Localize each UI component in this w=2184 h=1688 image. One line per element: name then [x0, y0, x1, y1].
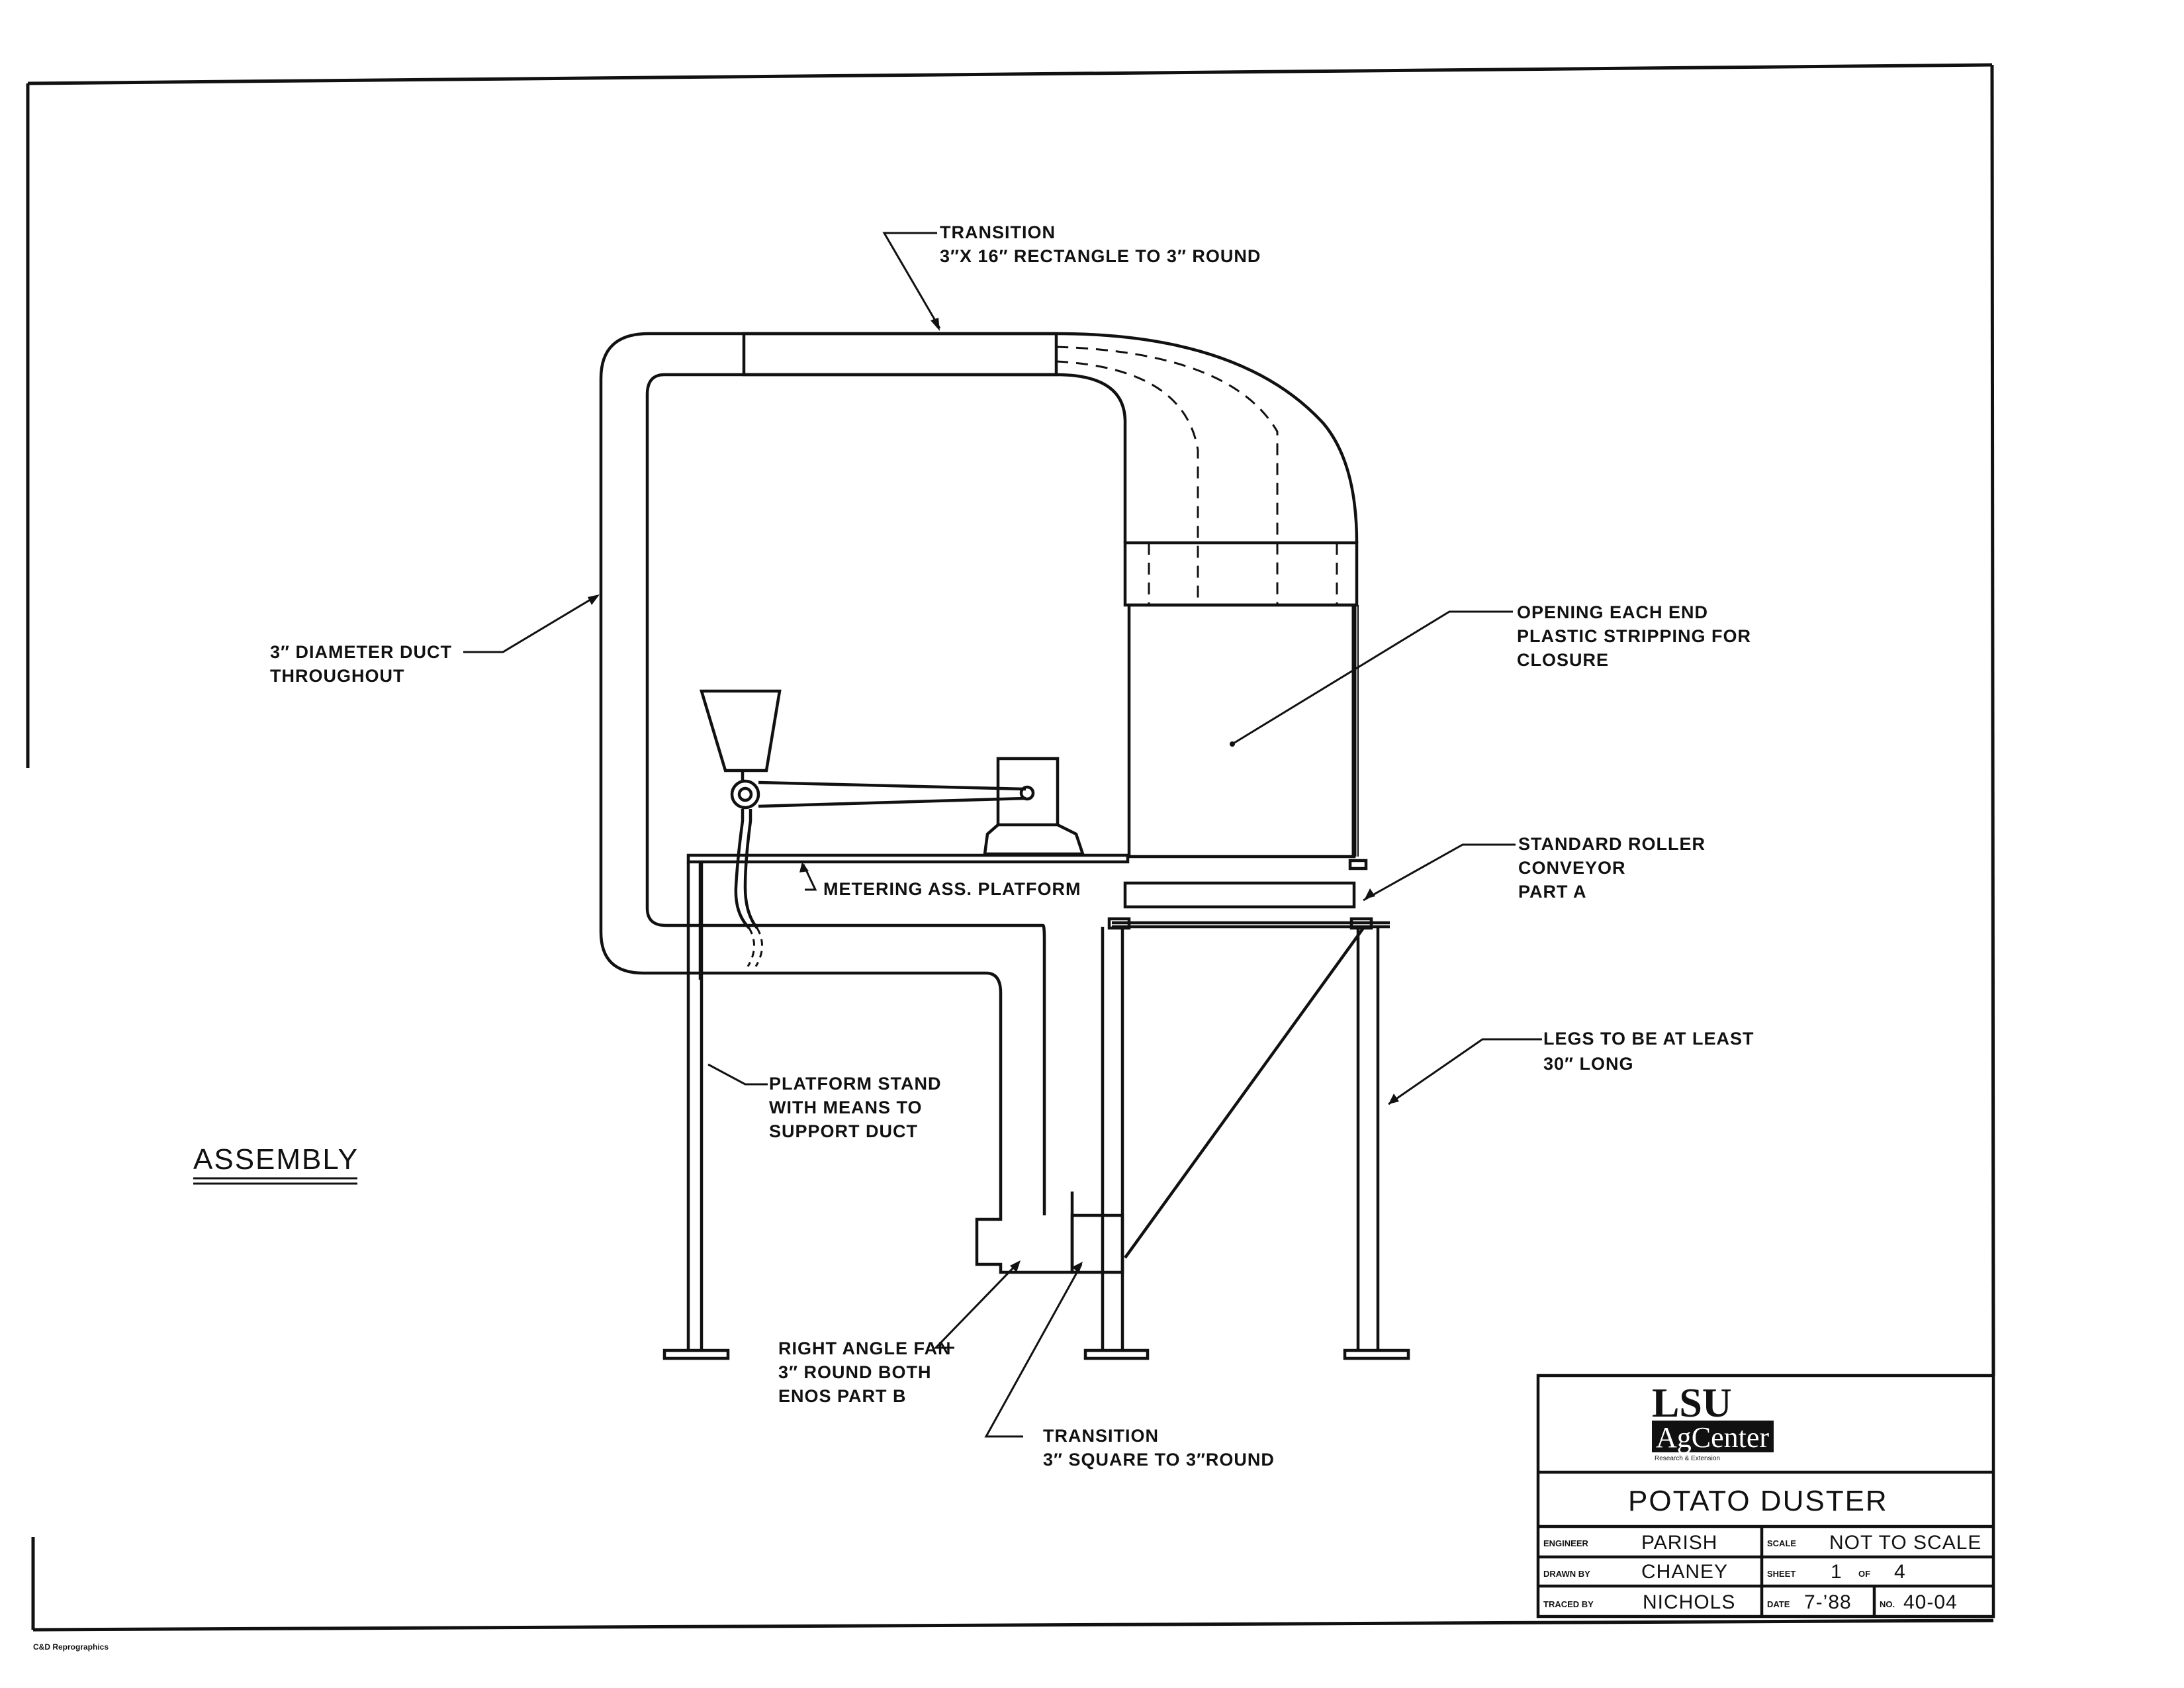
engineer-label: ENGINEER — [1543, 1538, 1589, 1548]
label-conveyor-line1: STANDARD ROLLER — [1518, 834, 1706, 854]
traced-by-label: TRACED BY — [1543, 1599, 1594, 1609]
leader-lines — [463, 232, 1542, 1438]
roller-conveyor — [1107, 859, 1390, 930]
border-frame — [26, 63, 1995, 1632]
drawn-by-value: CHANEY — [1641, 1561, 1728, 1583]
label-transition-top-line1: TRANSITION — [940, 222, 1056, 242]
label-legs-line2: 30″ LONG — [1543, 1054, 1633, 1074]
label-stand-line2: WITH MEANS TO — [769, 1098, 923, 1117]
sheet-number: 1 — [1831, 1561, 1843, 1583]
hose-hidden — [747, 927, 764, 967]
label-fan-line2: 3″ ROUND BOTH — [778, 1362, 931, 1382]
sheet-label: SHEET — [1767, 1569, 1796, 1579]
support-legs — [662, 862, 1410, 1360]
label-conveyor-line2: CONVEYOR — [1518, 858, 1626, 878]
title-block: LSU AgCenter Research & Extension POTATO… — [1536, 1374, 1995, 1618]
label-fan-line3: ENOS PART B — [778, 1386, 907, 1406]
date-value: 7-’88 — [1804, 1591, 1852, 1613]
scale-label: SCALE — [1767, 1538, 1796, 1548]
sheet-total: 4 — [1894, 1561, 1906, 1583]
label-opening-line3: CLOSURE — [1517, 650, 1609, 670]
label-opening-line2: PLASTIC STRIPPING FOR — [1517, 626, 1751, 646]
sheet-of-label: OF — [1858, 1569, 1870, 1579]
label-stand-line1: PLATFORM STAND — [769, 1074, 941, 1094]
logo-lsu-text: LSU — [1652, 1381, 1732, 1426]
engineer-value: PARISH — [1641, 1532, 1717, 1554]
drawn-by-label: DRAWN BY — [1543, 1569, 1590, 1579]
logo-agcenter-text: AgCenter — [1656, 1421, 1769, 1454]
label-assembly: ASSEMBLY — [193, 1143, 359, 1176]
label-legs-line1: LEGS TO BE AT LEAST — [1543, 1029, 1754, 1049]
scale-value: NOT TO SCALE — [1829, 1532, 1981, 1554]
drawing-title: POTATO DUSTER — [1628, 1485, 1888, 1517]
assembly-underline — [193, 1177, 357, 1185]
leader-arrowheads — [588, 318, 1399, 1274]
label-conveyor-line3: PART A — [1518, 882, 1587, 902]
traced-by-value: NICHOLS — [1643, 1591, 1735, 1613]
callout-labels: TRANSITION 3″X 16″ RECTANGLE TO 3″ ROUND… — [33, 222, 1754, 1652]
drawing-no-label: NO. — [1880, 1599, 1895, 1609]
duct-system — [599, 332, 1359, 1192]
dusting-box — [1123, 541, 1359, 859]
label-duct-line1: 3″ DIAMETER DUCT — [270, 642, 452, 662]
label-stand-line3: SUPPORT DUCT — [769, 1121, 918, 1141]
label-metering-platform: METERING ASS. PLATFORM — [823, 879, 1081, 899]
label-transition-bottom-line2: 3″ SQUARE TO 3″ROUND — [1043, 1450, 1275, 1470]
metering-platform — [686, 689, 1130, 929]
date-label: DATE — [1767, 1599, 1790, 1609]
label-transition-bottom-line1: TRANSITION — [1043, 1426, 1159, 1446]
logo-tagline: Research & Extension — [1655, 1455, 1720, 1462]
label-duct-line2: THROUGHOUT — [270, 666, 404, 686]
right-angle-fan — [975, 1192, 1124, 1274]
label-opening-line1: OPENING EACH END — [1517, 602, 1708, 622]
label-fan-line1: RIGHT ANGLE FAN — [778, 1338, 952, 1358]
label-reprographics-credit: C&D Reprographics — [33, 1642, 109, 1652]
lsu-agcenter-logo: LSU AgCenter Research & Extension — [1652, 1381, 1774, 1462]
label-transition-top-line2: 3″X 16″ RECTANGLE TO 3″ ROUND — [940, 246, 1261, 266]
drawing-no-value: 40-04 — [1903, 1591, 1958, 1613]
